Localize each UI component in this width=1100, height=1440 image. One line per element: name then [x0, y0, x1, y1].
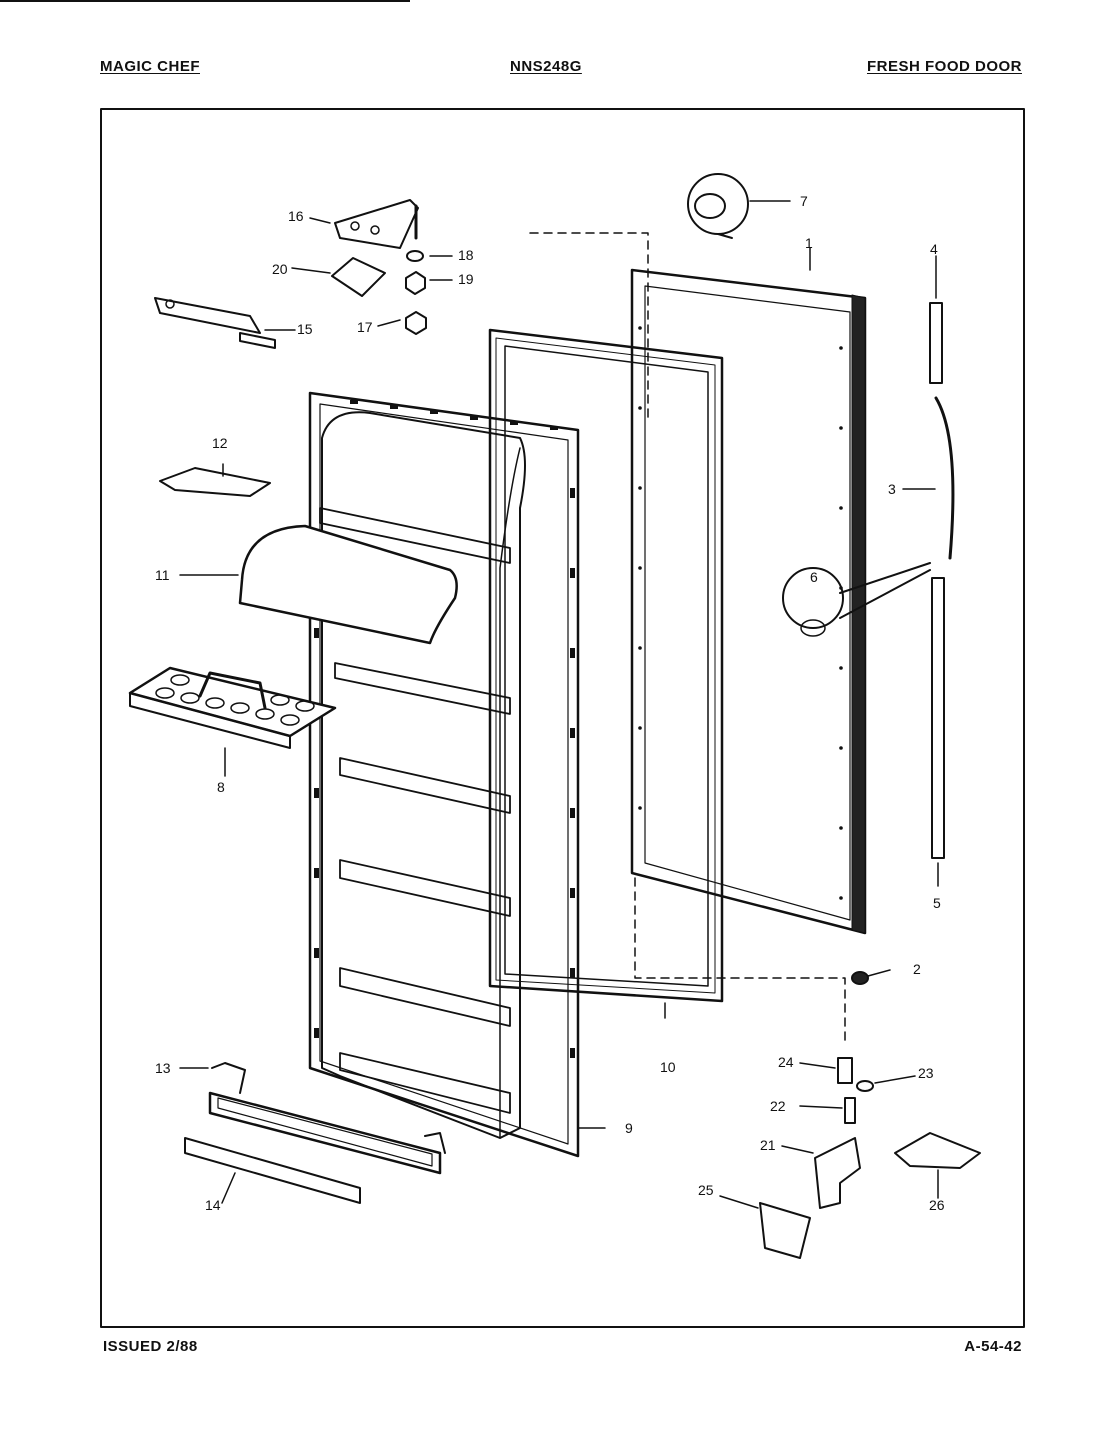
part-label-21: 21	[760, 1137, 776, 1153]
part-label-8: 8	[217, 779, 225, 795]
part-label-26: 26	[929, 1197, 945, 1213]
section-title: FRESH FOOD DOOR	[866, 58, 1022, 75]
door-stop-arm-drawing	[154, 297, 276, 349]
brand-label: MAGIC CHEF	[100, 58, 200, 75]
part-label-4: 4	[930, 241, 938, 257]
top-hinge-drawing	[334, 199, 419, 249]
exploded-parts-diagram: 7 1 4 3 6 5 2 10 24 23 22 21 26 25 9 14 …	[100, 108, 1025, 1328]
diagram-frame: 7 1 4 3 6 5 2 10 24 23 22 21 26 25 9 14 …	[100, 108, 1025, 1328]
part-label-14: 14	[205, 1197, 221, 1213]
handle-trim-top-drawing	[929, 302, 943, 384]
hinge-bracket-drawing	[759, 1202, 811, 1259]
door-outer-panel-drawing	[630, 268, 867, 935]
frame-border	[100, 108, 1025, 1328]
hinge-washer-drawing	[406, 250, 424, 262]
part-label-11: 11	[155, 567, 170, 583]
bottom-shim-drawing	[894, 1132, 981, 1169]
hinge-bushing-drawing	[405, 271, 426, 295]
part-label-15: 15	[297, 321, 313, 337]
part-label-2: 2	[913, 961, 921, 977]
part-label-1: 1	[805, 235, 813, 251]
handle-trim-bottom-drawing	[931, 577, 945, 859]
bottom-hinge-drawing	[814, 1137, 861, 1209]
part-label-3: 3	[888, 481, 896, 497]
part-label-12: 12	[212, 435, 228, 451]
part-label-24: 24	[778, 1054, 794, 1070]
shelf-bar-drawing	[208, 1062, 446, 1175]
nut-drawing	[851, 971, 869, 985]
part-label-20: 20	[272, 261, 288, 277]
dairy-hinge-drawing	[159, 467, 271, 497]
part-label-18: 18	[458, 247, 474, 263]
part-label-19: 19	[458, 271, 474, 287]
part-label-7: 7	[800, 193, 808, 209]
part-label-25: 25	[698, 1182, 714, 1198]
shelf-trim-drawing	[184, 1137, 361, 1204]
part-label-5: 5	[933, 895, 941, 911]
dairy-door-drawing	[238, 524, 458, 645]
handle-screw-detail-drawing	[782, 567, 844, 629]
bushing-bottom-drawing	[837, 1057, 853, 1084]
egg-tray-drawing	[128, 666, 337, 749]
part-label-17: 17	[357, 319, 373, 335]
issued-date: ISSUED 2/88	[103, 1338, 198, 1355]
part-label-13: 13	[155, 1060, 171, 1076]
part-label-6: 6	[810, 569, 818, 585]
top-scan-line	[0, 0, 410, 2]
part-label-22: 22	[770, 1098, 786, 1114]
part-label-23: 23	[918, 1065, 934, 1081]
plug-button-drawing	[687, 173, 749, 239]
handle-drawing	[934, 396, 955, 560]
hinge-nut-drawing	[405, 311, 427, 335]
door-liner-drawing	[308, 391, 580, 1158]
document-number: A-54-42	[964, 1338, 1022, 1355]
hinge-shim-drawing	[331, 257, 386, 297]
part-label-9: 9	[625, 1120, 633, 1136]
model-number: NNS248G	[510, 58, 582, 75]
part-label-10: 10	[660, 1059, 676, 1075]
washer-drawing	[856, 1080, 874, 1092]
hinge-pin-drawing	[844, 1097, 856, 1124]
door-gasket-drawing	[488, 328, 724, 1003]
part-label-16: 16	[288, 208, 304, 224]
